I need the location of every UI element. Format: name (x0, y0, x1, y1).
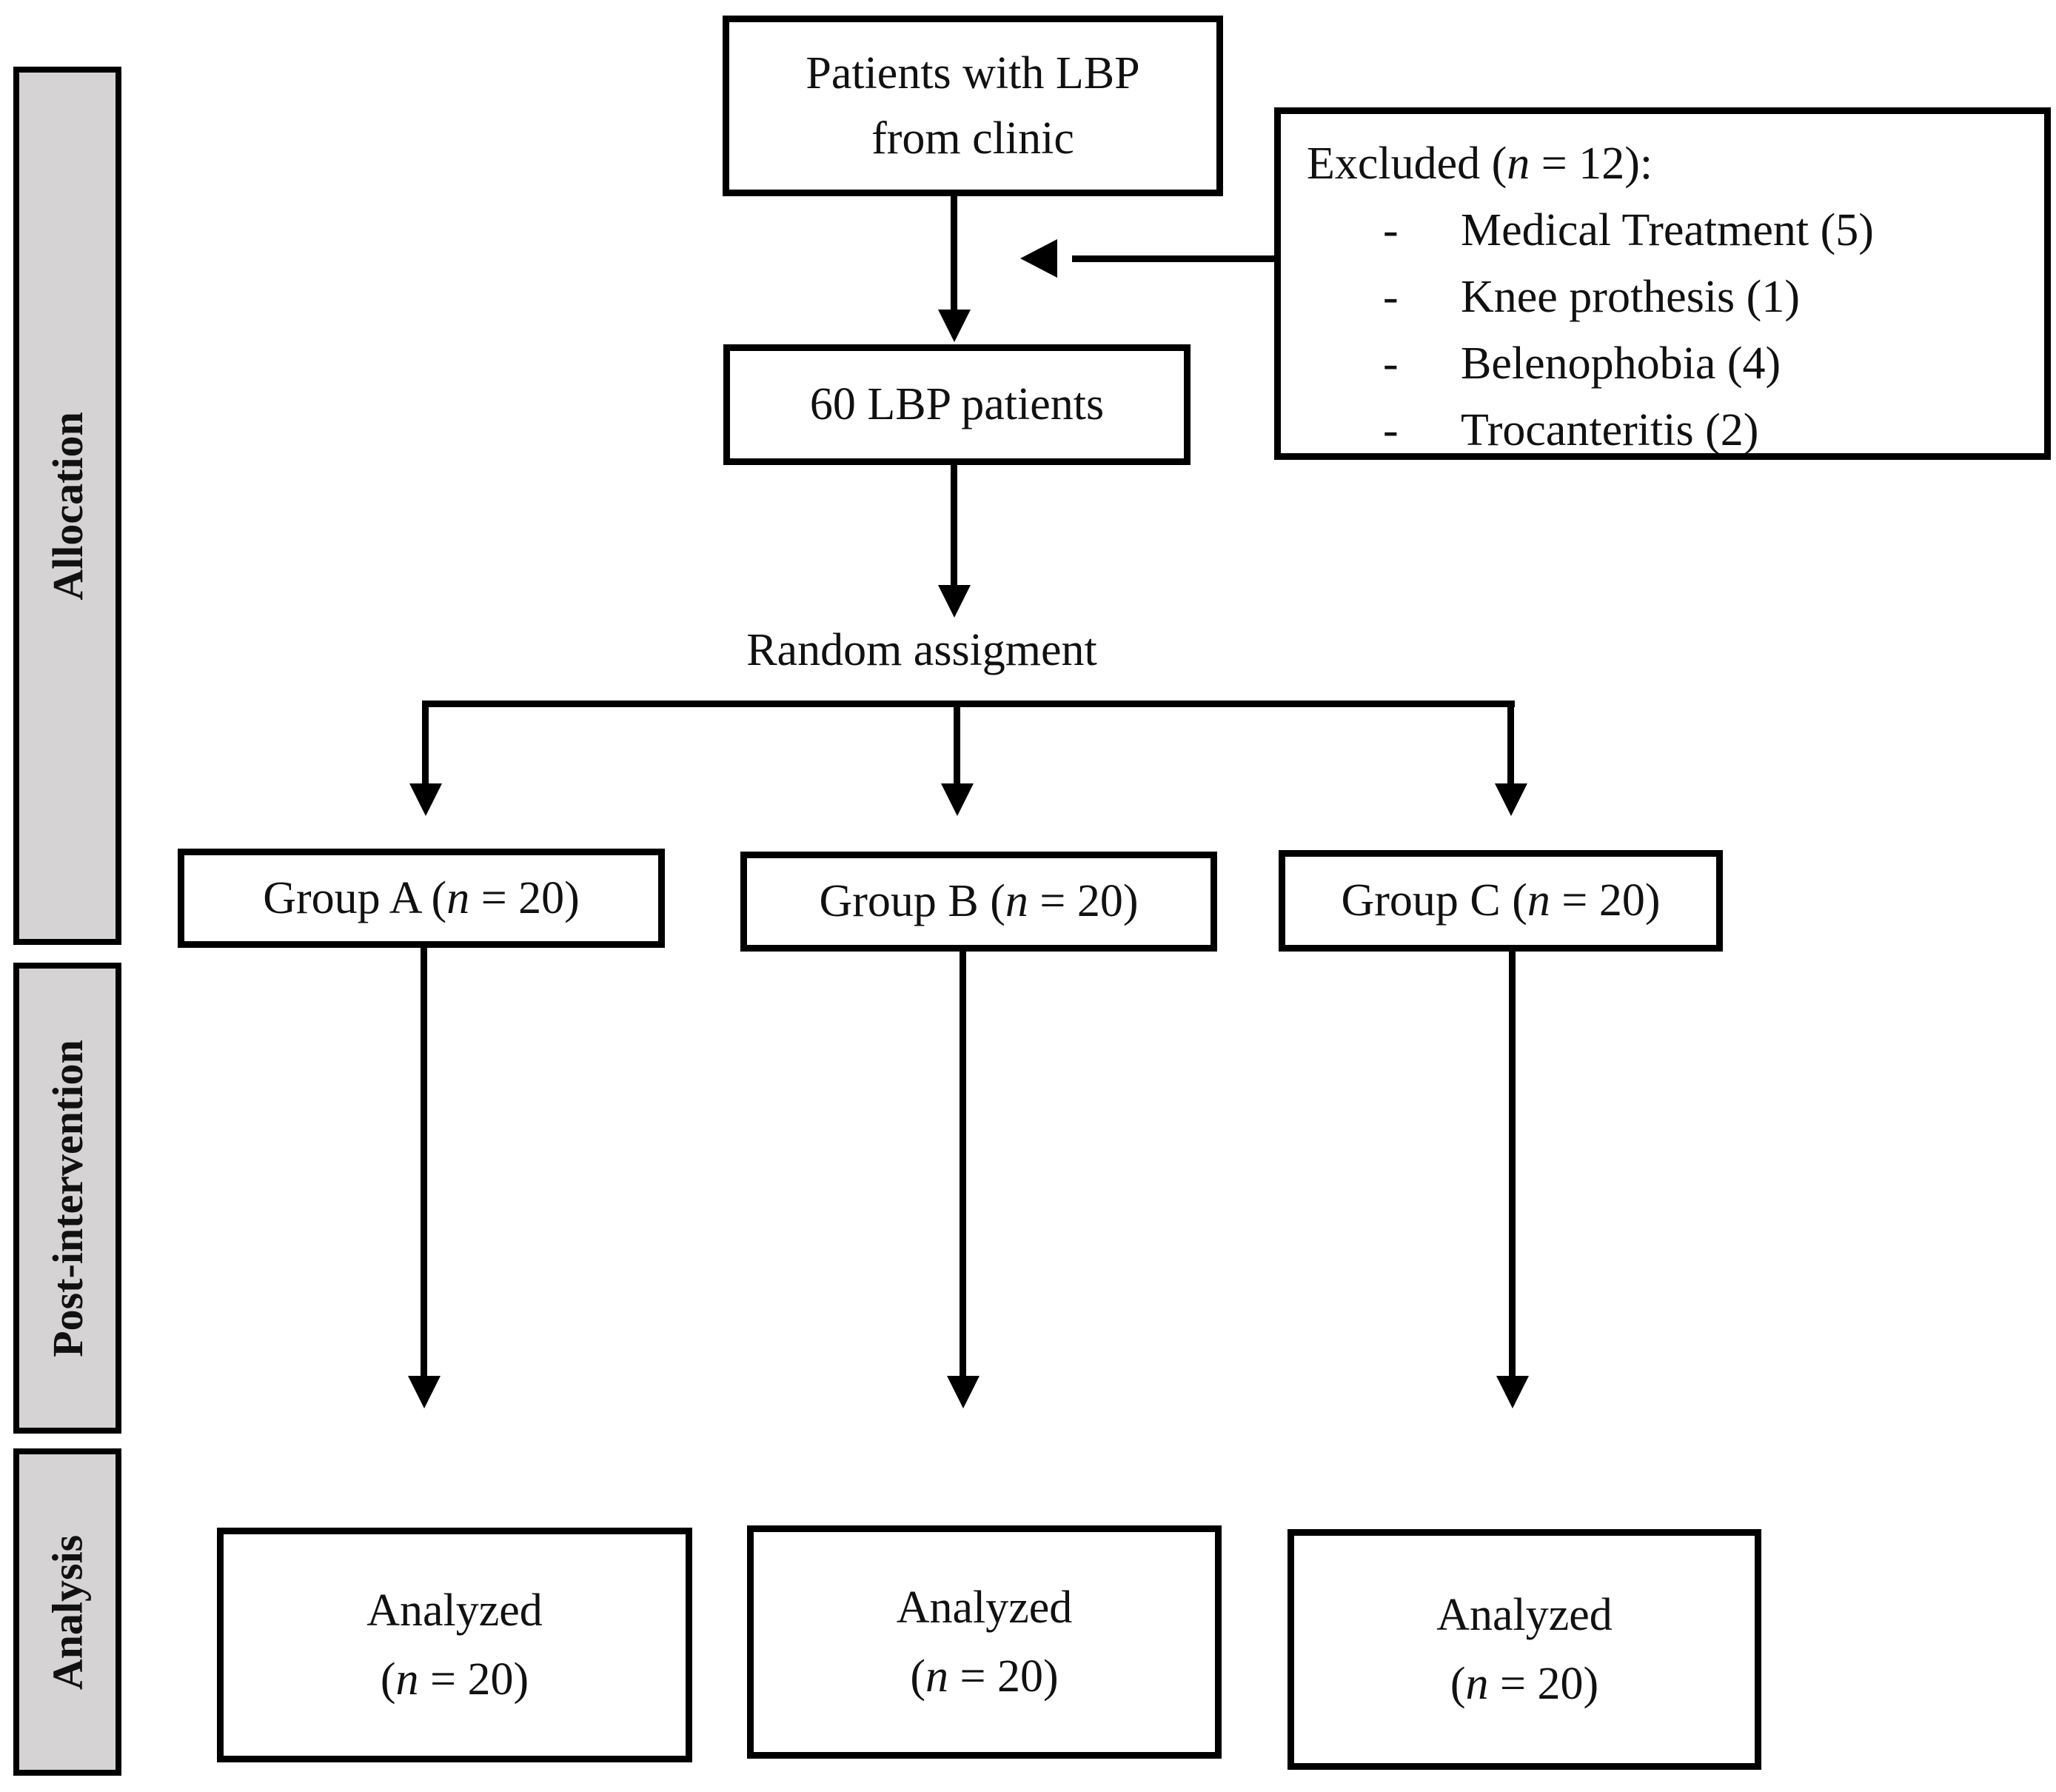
stage-post-intervention: Post-intervention (13, 963, 121, 1434)
group-b-label: Group B (n = 20) (819, 876, 1139, 927)
arrow-excluded-stem (1072, 255, 1274, 262)
arrow-enrolled-to-random-stem (951, 465, 957, 585)
arrow-clinic-to-enrolled-head-icon (938, 310, 971, 342)
group-b-box: Group B (n = 20) (740, 852, 1217, 952)
excluded-item-bullet: - (1383, 272, 1399, 322)
patients-from-clinic-line2: from clinic (871, 113, 1074, 164)
excluded-box: Excluded (n = 12): - Medical Treatment (… (1274, 107, 2051, 460)
analyzed-c-line1: Analyzed (1436, 1589, 1613, 1640)
analyzed-a-box: Analyzed (n = 20) (217, 1528, 692, 1762)
excluded-item-label: Knee prothesis (1) (1461, 272, 1800, 322)
arrow-group-b-to-analyzed-stem (960, 952, 966, 1376)
arrow-group-a-to-analyzed-head-icon (408, 1376, 441, 1408)
excluded-item: - Trocanteritis (2) (1383, 397, 2029, 464)
analyzed-b-line2: (n = 20) (910, 1651, 1059, 1702)
arrow-enrolled-to-random-head-icon (938, 585, 971, 618)
drop-group-a-head-icon (409, 783, 442, 816)
arrow-group-c-to-analyzed-head-icon (1496, 1376, 1529, 1408)
drop-group-c-stem (1507, 701, 1514, 783)
excluded-item-bullet: - (1383, 338, 1399, 389)
drop-group-a-stem (422, 701, 429, 783)
group-a-label: Group A (n = 20) (263, 872, 580, 923)
analyzed-b-line1: Analyzed (896, 1582, 1073, 1633)
excluded-item: - Knee prothesis (1) (1383, 264, 2029, 330)
arrow-excluded-head-icon (1020, 239, 1057, 278)
stage-allocation: Allocation (13, 67, 121, 945)
excluded-item-label: Trocanteritis (2) (1461, 405, 1759, 455)
stage-post-intervention-label: Post-intervention (43, 1039, 92, 1357)
group-c-label: Group C (n = 20) (1341, 875, 1661, 926)
group-c-box: Group C (n = 20) (1279, 850, 1723, 952)
excluded-title: Excluded (n = 12): (1307, 138, 1653, 189)
excluded-item-bullet: - (1383, 405, 1399, 455)
excluded-item: - Belenophobia (4) (1383, 330, 2029, 397)
patients-from-clinic-line1: Patients with LBP (806, 47, 1140, 98)
drop-group-c-head-icon (1495, 783, 1527, 816)
excluded-item-bullet: - (1383, 205, 1399, 255)
arrow-clinic-to-enrolled-stem (951, 196, 957, 311)
enrolled-box: 60 LBP patients (723, 344, 1191, 465)
branch-line (422, 701, 1515, 707)
arrow-group-b-to-analyzed-head-icon (947, 1376, 980, 1408)
excluded-item-label: Medical Treatment (5) (1461, 205, 1874, 255)
arrow-group-a-to-analyzed-stem (421, 948, 427, 1376)
excluded-item-label: Belenophobia (4) (1461, 338, 1781, 389)
analyzed-a-line2: (n = 20) (380, 1654, 529, 1705)
arrow-group-c-to-analyzed-stem (1509, 952, 1516, 1376)
group-a-box: Group A (n = 20) (178, 849, 665, 948)
drop-group-b-head-icon (941, 783, 974, 816)
analyzed-c-line2: (n = 20) (1450, 1658, 1599, 1709)
stage-analysis-label: Analysis (43, 1534, 92, 1690)
enrolled-label: 60 LBP patients (809, 379, 1105, 430)
patients-from-clinic-box: Patients with LBP from clinic (723, 16, 1223, 196)
analyzed-a-line1: Analyzed (366, 1585, 543, 1636)
random-assignment-label: Random assigment (746, 625, 1097, 675)
analyzed-c-box: Analyzed (n = 20) (1287, 1529, 1761, 1770)
excluded-item: - Medical Treatment (5) (1383, 197, 2029, 264)
stage-analysis: Analysis (13, 1448, 121, 1776)
stage-allocation-label: Allocation (43, 411, 92, 601)
analyzed-b-box: Analyzed (n = 20) (747, 1525, 1222, 1759)
drop-group-b-stem (954, 701, 960, 783)
